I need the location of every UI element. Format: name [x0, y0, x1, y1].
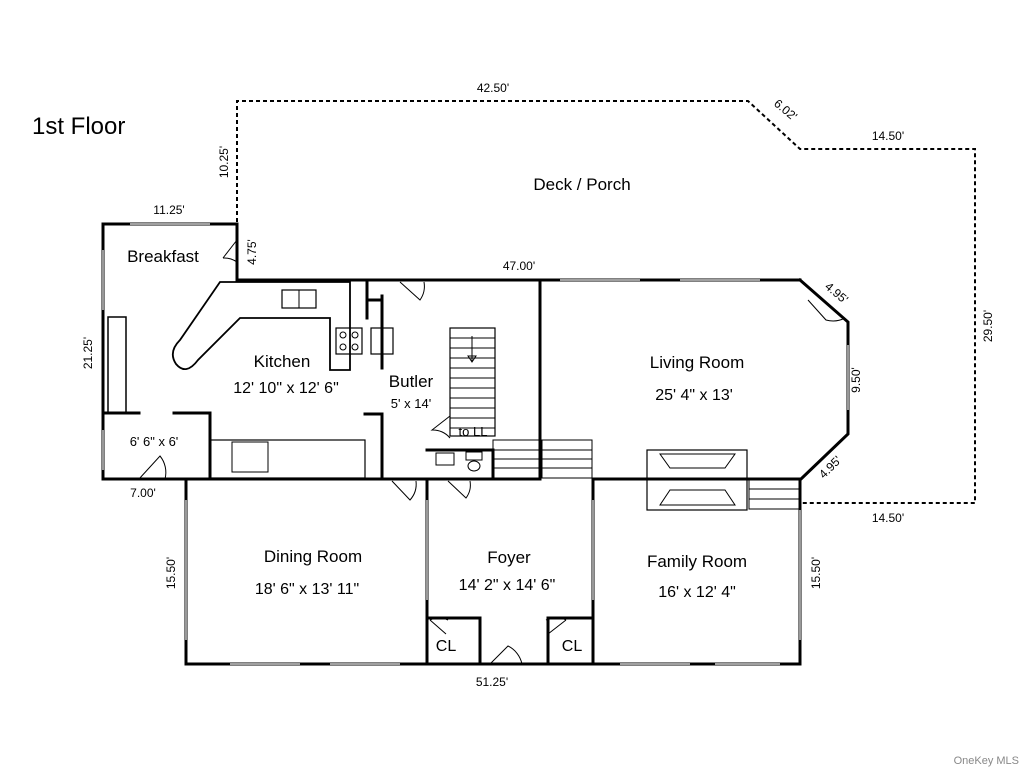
- family-label: Family Room: [647, 552, 747, 571]
- floor-title: 1st Floor: [32, 113, 125, 140]
- living-size: 25' 4" x 13': [655, 387, 733, 404]
- dim-deck-right: 29.50': [981, 310, 995, 342]
- dim-pantry-bottom: 7.00': [130, 486, 156, 500]
- deck-label: Deck / Porch: [533, 175, 630, 194]
- door-closet-right: [545, 616, 567, 635]
- door-breakfast-deck: [222, 239, 238, 263]
- door-stair: [430, 415, 451, 439]
- closet-left: [425, 616, 482, 666]
- dim-bay-bottom: 4.95': [816, 453, 844, 481]
- powder-sink: [435, 452, 455, 466]
- family-size: 16' x 12' 4": [658, 584, 736, 601]
- dim-left-side: 21.25': [81, 337, 95, 369]
- butler-size: 5' x 14': [391, 396, 431, 411]
- dining-label: Dining Room: [264, 547, 362, 566]
- dim-house-top: 47.00': [503, 259, 535, 273]
- dim-family-side: 15.50': [809, 557, 823, 589]
- door-bay: [807, 299, 846, 322]
- butler-label: Butler: [389, 372, 434, 391]
- living-label: Living Room: [650, 353, 745, 372]
- dim-deck-angle: 6.02': [771, 96, 800, 123]
- foyer-label: Foyer: [487, 548, 531, 567]
- toilet-tank: [465, 451, 483, 461]
- dim-dining-side: 15.50': [164, 557, 178, 589]
- door-pantry: [138, 455, 167, 480]
- breakfast-walls: [101, 222, 239, 481]
- deck-steps: [748, 478, 801, 510]
- dim-deck-top-right: 14.50': [872, 129, 904, 143]
- house-outer-walls: [184, 477, 802, 666]
- pantry-size: 6' 6" x 6': [130, 434, 179, 449]
- dim-bay-side: 9.50': [849, 367, 863, 393]
- living-bay-wall: [591, 277, 850, 481]
- stairs-to-ll: to LL: [459, 424, 488, 439]
- door-dining: [391, 480, 417, 501]
- kitchen-range: [335, 327, 363, 355]
- kitchen-appliance: [231, 441, 269, 473]
- dim-deck-left: 10.25': [217, 146, 231, 178]
- closet-right: [546, 616, 595, 666]
- kitchen-label: Kitchen: [254, 352, 311, 371]
- breakfast-label: Breakfast: [127, 247, 199, 266]
- foyer-size: 14' 2" x 14' 6": [459, 577, 556, 594]
- butler-sink: [370, 327, 394, 355]
- dim-deck-top: 42.50': [477, 81, 509, 95]
- entry-steps: [492, 439, 593, 479]
- dim-front: 51.25': [476, 675, 508, 689]
- door-closet-left: [429, 617, 449, 635]
- breakfast-divider-2: [172, 411, 212, 481]
- door-powder: [447, 480, 471, 499]
- windows: [102, 223, 849, 665]
- fireplace: [646, 449, 748, 511]
- toilet-bowl: [467, 460, 481, 472]
- door-butler-deck: [399, 281, 425, 301]
- dim-breakfast-top: 11.25': [153, 203, 184, 217]
- kitchen-island-counter: [171, 281, 351, 371]
- built-in-bench: [107, 316, 127, 414]
- deck-outline: [236, 100, 976, 504]
- closet-right-label: CL: [562, 638, 583, 655]
- dim-breakfast-side: 4.75': [245, 239, 259, 265]
- closet-left-label: CL: [436, 638, 457, 655]
- main-staircase: [449, 327, 496, 437]
- front-door: [489, 645, 523, 665]
- kitchen-lower-counter: [209, 439, 366, 479]
- watermark: OneKey MLS: [954, 755, 1019, 767]
- kitchen-size: 12' 10" x 12' 6": [233, 380, 339, 397]
- dining-size: 18' 6" x 13' 11": [255, 581, 359, 598]
- dim-deck-bottom-right: 14.50': [872, 511, 904, 525]
- butler-lower-wall: [363, 412, 384, 481]
